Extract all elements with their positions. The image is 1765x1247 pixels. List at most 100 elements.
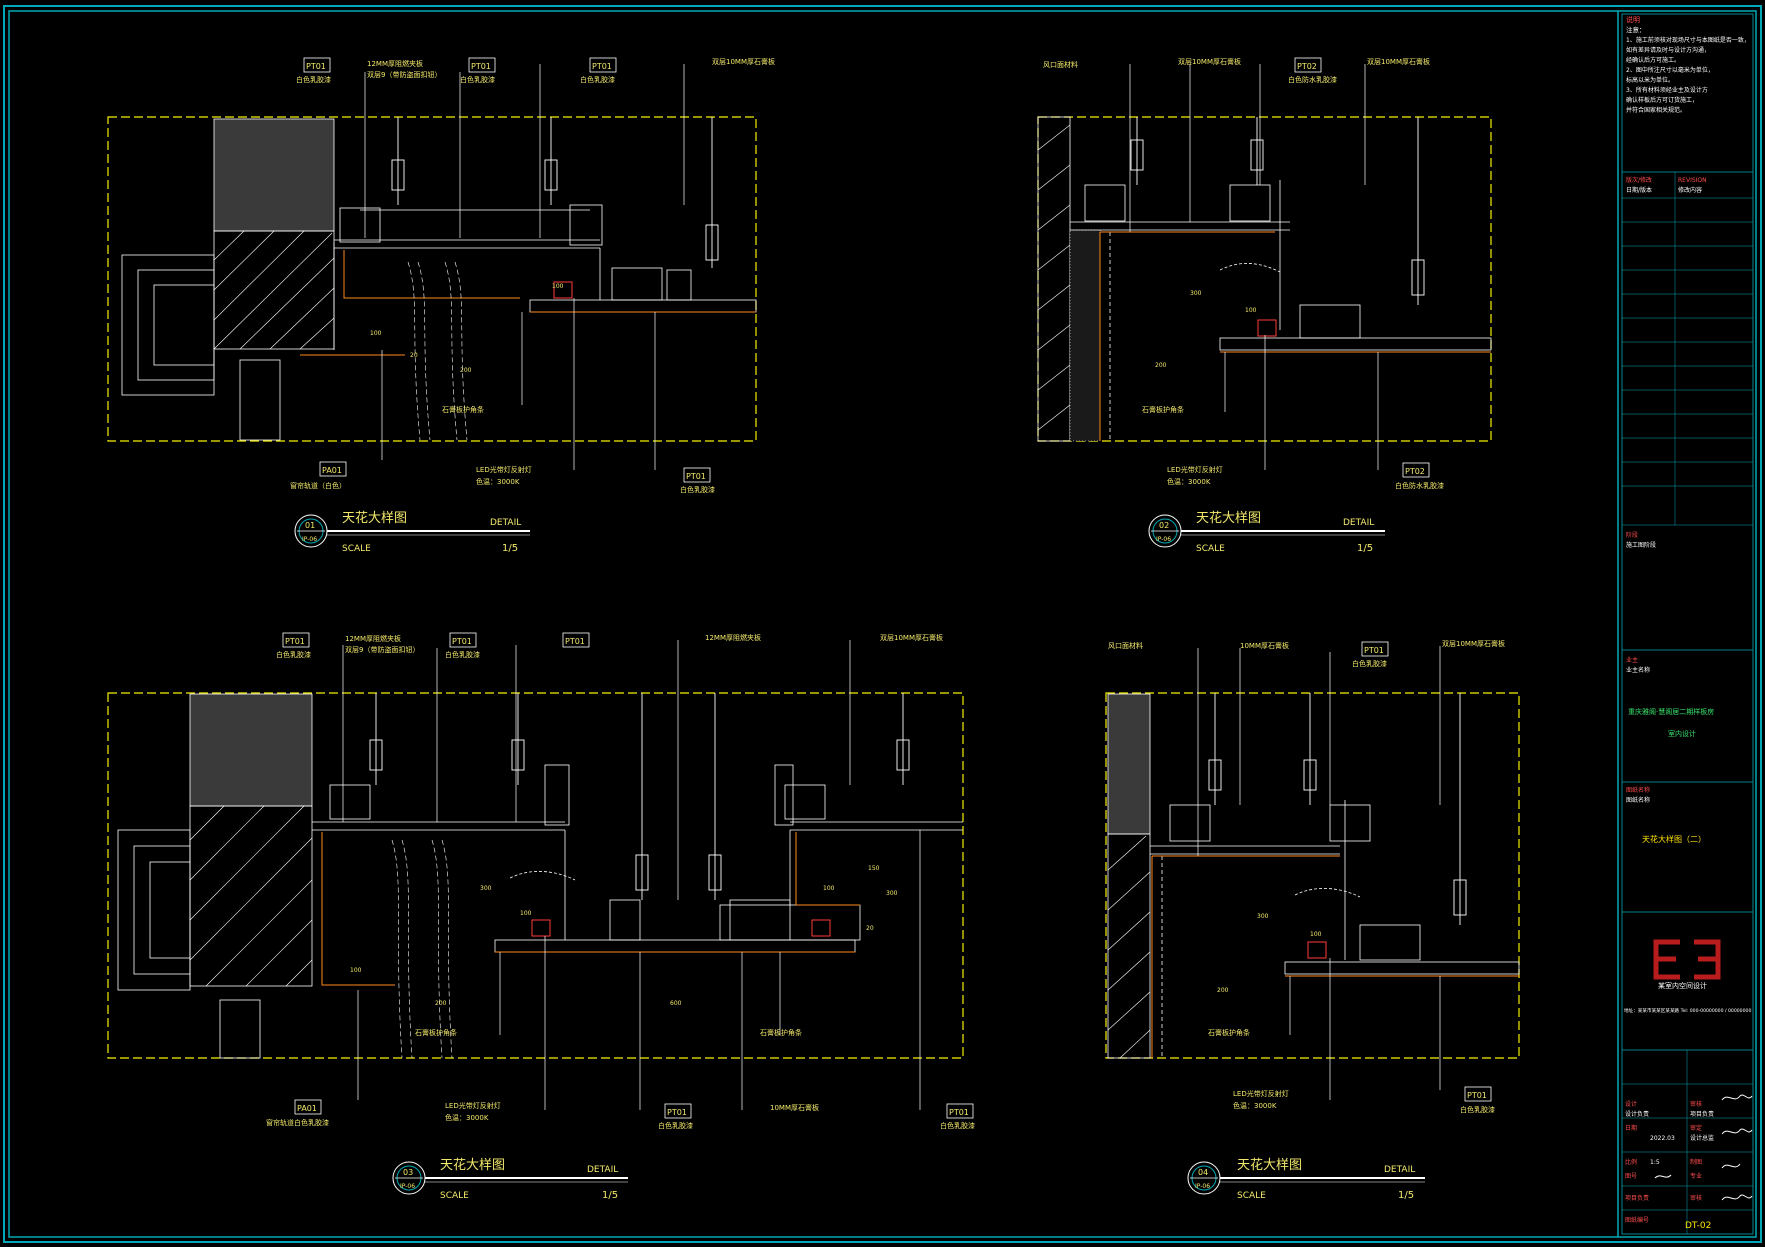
note-5: 石膏板护角条 xyxy=(1208,1028,1250,1037)
sign-label-5: 项目负责 xyxy=(1625,1194,1649,1202)
detail-callout xyxy=(1148,514,1385,548)
client-header: 业主 xyxy=(1626,656,1638,664)
wall-hatch xyxy=(189,805,313,987)
airflow-arrow xyxy=(509,871,576,881)
airflow-arrow xyxy=(1219,263,1281,273)
curtain-box xyxy=(189,693,313,807)
note-line-5: 标高以米为单位。 xyxy=(1626,76,1674,84)
dim-3: 200 xyxy=(1217,987,1229,994)
note-7: 石膏板护角条 xyxy=(415,1028,457,1037)
wall-hatch xyxy=(1107,835,1151,1059)
company-name: 某室内空间设计 xyxy=(1658,981,1707,990)
scale-value: 1/5 xyxy=(502,543,518,554)
sign-label-3: 比例 xyxy=(1625,1158,1637,1166)
hangers xyxy=(1208,693,1467,925)
rev-right: 修改内容 xyxy=(1678,186,1702,194)
dim-3: 200 xyxy=(1155,362,1167,369)
sign-label-4: 图号 xyxy=(1625,1173,1637,1180)
sheet-label: 图纸编号 xyxy=(1625,1216,1649,1224)
detail-title: 天花大样图 xyxy=(1196,510,1261,526)
led-fixture xyxy=(531,919,551,937)
sign-right-5: 审核 xyxy=(1690,1194,1702,1202)
detail-title: 天花大样图 xyxy=(342,510,407,526)
dim-1: 100 xyxy=(350,967,362,974)
sign-value-3: 1:5 xyxy=(1650,1159,1660,1166)
rev-header-left: 版次/修改 xyxy=(1626,176,1652,184)
inner-frame xyxy=(8,10,1757,1238)
sign-right-2: 审定 xyxy=(1690,1124,1702,1132)
detail-ref: IP-06 xyxy=(400,1183,415,1190)
scale-value: 1/5 xyxy=(602,1190,618,1201)
insulation xyxy=(1069,229,1101,442)
revision-grid xyxy=(1622,172,1753,526)
sign-value-1: 设计负责 xyxy=(1625,1110,1649,1118)
client-value: 业主名称 xyxy=(1626,666,1650,674)
tag-2: PT01 xyxy=(471,62,491,71)
note-line-2: 如有差异请及时与设计方沟通， xyxy=(1626,46,1710,54)
project-name: 重庆雅阁·慧阁居二期样板房 xyxy=(1628,707,1714,716)
tags xyxy=(303,57,711,483)
note-5: 石膏板护角条 xyxy=(1142,405,1184,414)
detail-callout xyxy=(392,1161,628,1195)
finish-line xyxy=(1151,855,1519,1058)
dim-3: 200 xyxy=(435,1000,447,1007)
detail-number: 01 xyxy=(305,521,315,530)
window-frame xyxy=(117,829,261,1059)
notes-sub: 注意： xyxy=(1626,25,1646,34)
note-13: 10MM厚石膏板 xyxy=(770,1103,819,1112)
drawing-sub: 图纸名称 xyxy=(1626,796,1650,804)
sign-right-4: 专业 xyxy=(1690,1172,1702,1180)
outer-frame xyxy=(3,5,1762,1243)
note-8: LED光带灯反射灯 xyxy=(476,465,532,474)
note-line-4: 2、图中所注尺寸以毫米为单位， xyxy=(1626,66,1714,74)
scale-label: SCALE xyxy=(342,544,371,554)
ceiling-structure xyxy=(312,764,963,953)
note-11: 色温：3000K xyxy=(445,1113,489,1122)
tag-2: PT02 xyxy=(1405,467,1425,476)
note-2: 双层9（带防盗面扣钮） xyxy=(345,645,419,654)
tag-1: PT01 xyxy=(1364,646,1384,655)
detail-boundary xyxy=(107,116,757,442)
note-6: 双层10MM厚石膏板 xyxy=(712,57,775,66)
note-6: 双层10MM厚石膏板 xyxy=(880,633,943,642)
note-3: 白色乳胶漆 xyxy=(276,650,311,659)
hangers xyxy=(369,693,910,900)
hangers xyxy=(391,117,719,268)
stage-header: 阶段 xyxy=(1626,531,1638,539)
note-14: 白色乳胶漆 xyxy=(940,1121,975,1130)
note-line-3: 经确认后方可施工。 xyxy=(1626,56,1680,64)
rev-left: 日期/版本 xyxy=(1626,186,1652,194)
leader-lines xyxy=(342,640,921,1110)
leader-lines xyxy=(1197,646,1441,1100)
tags xyxy=(1294,57,1430,478)
note-6: LED光带灯反射灯 xyxy=(1167,465,1223,474)
detail-label: DETAIL xyxy=(1343,518,1374,528)
dim-5: 100 xyxy=(823,885,835,892)
tag-4: PA01 xyxy=(297,1104,317,1113)
detail-title: 天花大样图 xyxy=(440,1157,505,1173)
title-block: 说明 注意： 1、施工前须核对现场尺寸与本图纸是否一致， 如有差异请及时与设计方… xyxy=(1621,13,1754,1235)
detail-title: 天花大样图 xyxy=(1237,1157,1302,1173)
scale-label: SCALE xyxy=(440,1191,469,1201)
dim-7: 150 xyxy=(868,865,880,872)
note-6: LED光带灯反射灯 xyxy=(1233,1089,1289,1098)
note-9: 色温：3000K xyxy=(476,477,520,486)
wall-hatch xyxy=(1037,124,1071,431)
note-8: 白色防水乳胶漆 xyxy=(1395,481,1444,490)
led-fixture xyxy=(553,281,573,299)
note-3: 白色防水乳胶漆 xyxy=(1288,75,1337,84)
dim-1: 100 xyxy=(370,330,382,337)
tag-3: PT01 xyxy=(592,62,612,71)
tag-1: PT02 xyxy=(1297,62,1317,71)
sign-label-1: 设计 xyxy=(1625,1100,1637,1108)
company-address: 地址：某某市某某区某某路 Tel: 000-00000000 / 0000000… xyxy=(1624,1007,1751,1014)
tag-1: PT01 xyxy=(306,62,326,71)
wall-section xyxy=(1037,116,1071,442)
led-fixture-2 xyxy=(811,919,831,937)
note-7: 色温：3000K xyxy=(1233,1101,1277,1110)
wall-section xyxy=(189,805,313,987)
note-2: 双层10MM厚石膏板 xyxy=(1178,57,1241,66)
note-11: 窗帘轨道（白色） xyxy=(290,481,346,490)
ceiling-structure xyxy=(1150,800,1520,1058)
note-9: 窗帘轨道白色乳胶漆 xyxy=(266,1118,329,1127)
